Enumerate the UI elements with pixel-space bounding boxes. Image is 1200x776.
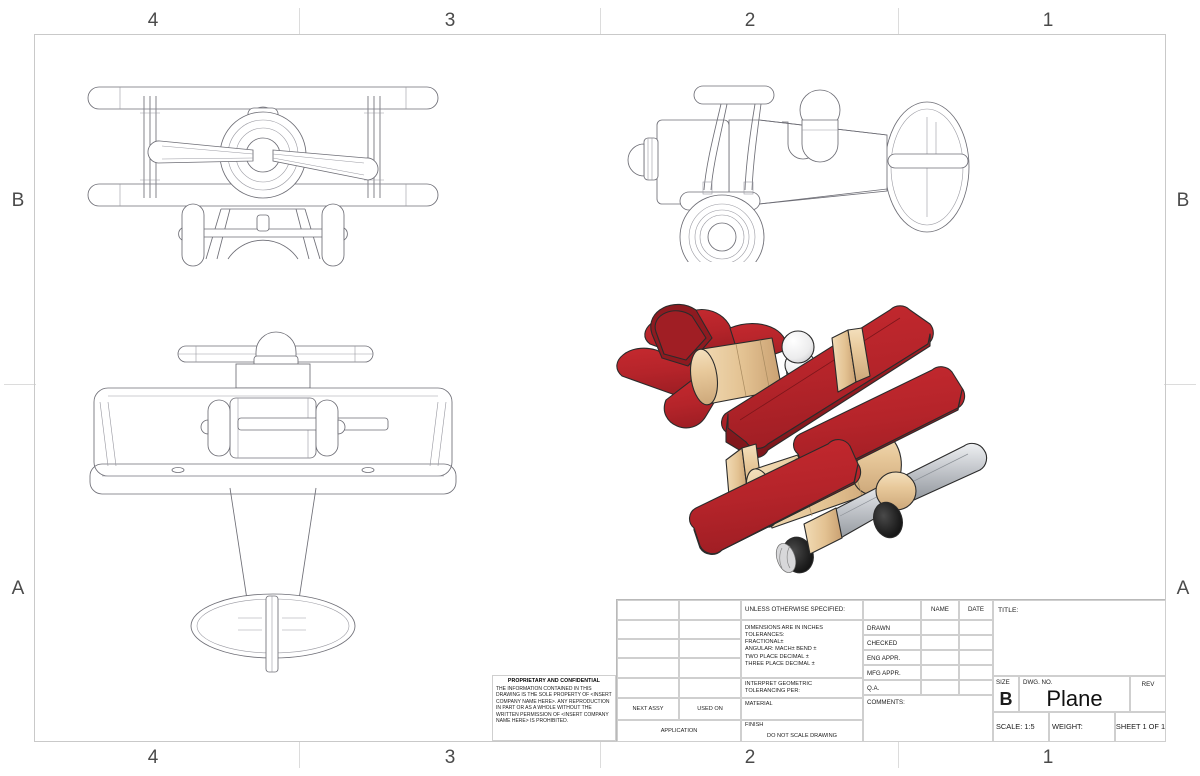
zone-tick-top-3	[898, 8, 899, 34]
tb-assy-r1c2	[679, 600, 741, 620]
tb-finish-label: FINISH	[745, 722, 764, 728]
zone-label-top-3: 3	[444, 10, 456, 31]
tb-assy-r4c2	[679, 658, 741, 678]
tb-qa-name-cell	[921, 680, 959, 695]
tb-gdt-cell	[741, 678, 863, 698]
tb-drawn-cell	[863, 620, 921, 635]
tb-drawn-date-cell	[959, 620, 993, 635]
tb-eng-appr-name-cell	[921, 650, 959, 665]
zone-label-top-4: 4	[147, 10, 159, 31]
tb-name-header-cell	[921, 600, 959, 620]
tb-size-value: B	[999, 689, 1013, 709]
tb-eng-appr-cell	[863, 650, 921, 665]
tb-date-header-cell	[959, 600, 993, 620]
tb-unless-label: UNLESS OTHERWISE SPECIFIED:	[745, 606, 845, 613]
proprietary-heading: PROPRIETARY AND CONFIDENTIAL	[507, 678, 601, 684]
tb-mfg-appr-date-cell	[959, 665, 993, 680]
zone-label-left-a: A	[11, 578, 25, 599]
tb-used-on-cell	[679, 698, 741, 720]
zone-label-right-b: B	[1176, 190, 1190, 211]
zone-label-bottom-2: 2	[744, 747, 756, 768]
tb-weight-label: WEIGHT:	[1052, 722, 1083, 731]
tb-checked-name-cell	[921, 635, 959, 650]
tb-dwg-no-cell	[1019, 676, 1130, 712]
tb-mfg-appr-cell	[863, 665, 921, 680]
tb-qa-date-cell	[959, 680, 993, 695]
tb-assy-r3c2	[679, 639, 741, 658]
tb-material-label: MATERIAL	[745, 701, 773, 707]
tb-assy-r2c1	[617, 620, 679, 639]
tb-used-on-label: USED ON	[697, 706, 723, 712]
tb-checked-cell	[863, 635, 921, 650]
drawing-border	[34, 34, 1166, 742]
tb-approval-header-blank	[863, 600, 921, 620]
zone-tick-top-2	[600, 8, 601, 34]
title-block: NEXT ASSY USED ON APPLICATION UNLESS OTH…	[616, 599, 1166, 742]
zone-label-top-1: 1	[1042, 10, 1054, 31]
tb-comments-label: COMMENTS:	[867, 699, 905, 706]
proprietary-notice: PROPRIETARY AND CONFIDENTIAL THE INFORMA…	[492, 675, 616, 741]
tb-material-cell	[741, 698, 863, 720]
tb-mfg-appr-label: MFG APPR.	[867, 670, 901, 677]
tb-size-cell	[993, 676, 1019, 712]
zone-label-right-a: A	[1176, 578, 1190, 599]
tb-comments-cell	[863, 695, 993, 742]
tb-sheet-label: SHEET 1 OF 1	[1115, 722, 1166, 731]
tb-date-header-label: DATE	[967, 606, 985, 613]
tb-assy-r3c1	[617, 639, 679, 658]
tb-application-label: APPLICATION	[660, 728, 698, 734]
tb-weight-cell	[1049, 712, 1115, 742]
zone-tick-left-mid	[4, 384, 36, 385]
tb-rev-label: REV	[1141, 681, 1155, 688]
tb-eng-appr-date-cell	[959, 650, 993, 665]
tb-assy-r4c1	[617, 658, 679, 678]
tb-drawn-name-cell	[921, 620, 959, 635]
tb-size-label: SIZE	[996, 679, 1010, 686]
tb-assy-r5c1	[617, 678, 679, 698]
tb-dwg-no-value: Plane	[1046, 686, 1103, 711]
tb-checked-label: CHECKED	[867, 640, 898, 647]
tb-qa-cell	[863, 680, 921, 695]
tb-tolerance-text: DIMENSIONS ARE IN INCHES TOLERANCES: FRA…	[745, 625, 824, 667]
tb-assy-r1c1	[617, 600, 679, 620]
tb-assy-r2c2	[679, 620, 741, 639]
tb-application-cell	[617, 720, 741, 742]
tb-gdt-text: INTERPRET GEOMETRIC TOLERANCING PER:	[745, 681, 813, 695]
tb-eng-appr-label: ENG APPR.	[867, 655, 901, 662]
tb-sheet-cell	[1115, 712, 1166, 742]
tb-dwg-no-label: DWG. NO.	[1023, 679, 1053, 686]
top-view	[78, 318, 468, 673]
zone-tick-top-1	[299, 8, 300, 34]
zone-label-bottom-3: 3	[444, 747, 456, 768]
zone-label-bottom-1: 1	[1042, 747, 1054, 768]
front-view	[78, 62, 468, 277]
tb-title-cell	[993, 600, 1166, 676]
zone-tick-bottom-3	[898, 742, 899, 768]
proprietary-body: THE INFORMATION CONTAINED IN THIS DRAWIN…	[496, 685, 612, 725]
zone-label-top-2: 2	[744, 10, 756, 31]
isometric-view	[600, 292, 1010, 582]
tb-qa-label: Q.A.	[867, 685, 880, 692]
zone-tick-right-mid	[1164, 384, 1196, 385]
tb-scale-label: SCALE: 1:5	[996, 722, 1035, 731]
tb-mfg-appr-name-cell	[921, 665, 959, 680]
tb-next-assy-label: NEXT ASSY	[632, 706, 664, 712]
tb-scale-cell	[993, 712, 1049, 742]
zone-label-bottom-4: 4	[147, 747, 159, 768]
zone-tick-bottom-2	[600, 742, 601, 768]
tb-do-not-scale-label: DO NOT SCALE DRAWING	[767, 733, 837, 739]
tb-next-assy-cell	[617, 698, 679, 720]
zone-tick-bottom-1	[299, 742, 300, 768]
tb-checked-date-cell	[959, 635, 993, 650]
zone-label-left-b: B	[11, 190, 25, 211]
tb-unless-cell	[741, 600, 863, 620]
tb-drawn-label: DRAWN	[867, 625, 891, 632]
tb-title-label: TITLE:	[998, 607, 1019, 614]
tb-rev-cell	[1130, 676, 1166, 712]
tb-finish-cell	[741, 720, 863, 742]
tb-assy-r5c2	[679, 678, 741, 698]
right-side-view	[624, 72, 1014, 262]
tb-tolerance-cell	[741, 620, 863, 678]
tb-name-header-label: NAME	[931, 606, 949, 613]
